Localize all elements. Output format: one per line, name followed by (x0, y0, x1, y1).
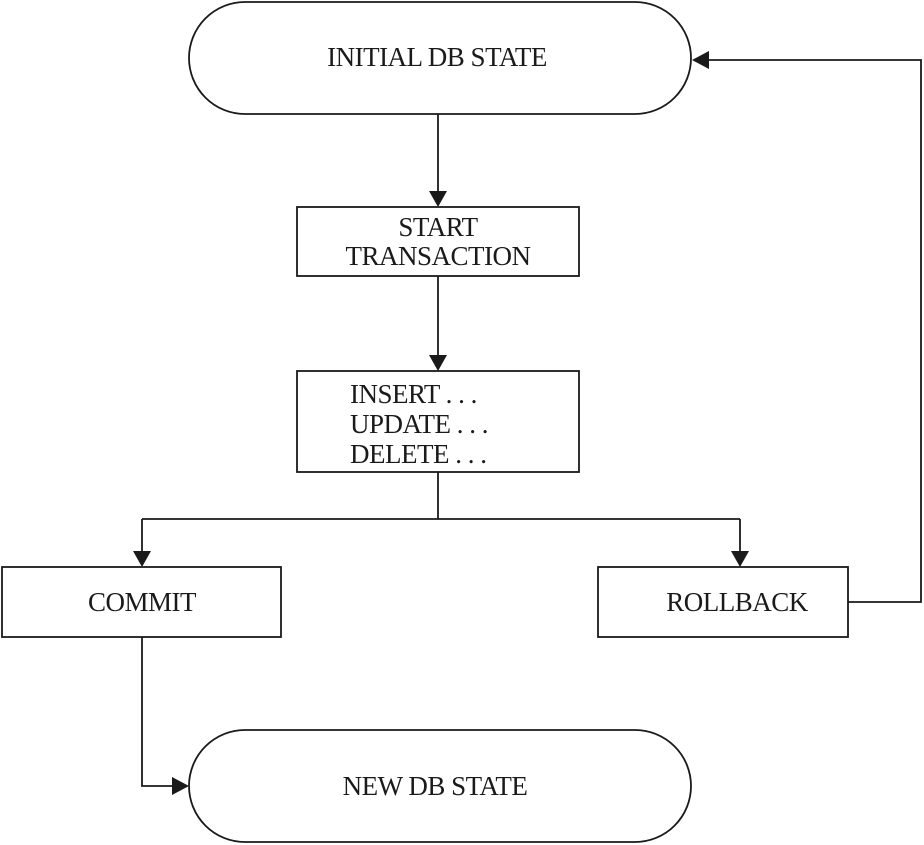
initial-state-label: INITIAL DB STATE (327, 42, 547, 72)
arrowhead-initial (692, 51, 709, 69)
rollback-label: ROLLBACK (666, 587, 809, 617)
start-transaction-line-2: TRANSACTION (345, 241, 530, 271)
node-new-state: NEW DB STATE (188, 729, 692, 843)
new-state-label: NEW DB STATE (343, 771, 528, 801)
edge-commit-to-new-state (141, 637, 173, 787)
node-commit: COMMIT (1, 566, 282, 638)
operation-delete: DELETE . . . (350, 439, 486, 469)
start-transaction-line-1: START (398, 212, 478, 242)
node-operations: INSERT . . . UPDATE . . . DELETE . . . (296, 370, 580, 473)
arrowhead-operations (429, 355, 447, 371)
operation-update: UPDATE . . . (350, 409, 488, 439)
arrowhead-start (429, 191, 447, 207)
edges (133, 51, 922, 795)
operation-insert: INSERT . . . (350, 379, 477, 409)
arrowhead-commit (133, 551, 151, 567)
arrowhead-new-state (172, 777, 189, 795)
arrowhead-rollback (731, 551, 749, 567)
node-rollback: ROLLBACK (597, 566, 849, 638)
commit-label: COMMIT (88, 587, 197, 617)
node-start-transaction: START TRANSACTION (296, 206, 580, 277)
edge-rollback-to-initial (708, 59, 922, 603)
node-initial-state: INITIAL DB STATE (188, 1, 692, 115)
